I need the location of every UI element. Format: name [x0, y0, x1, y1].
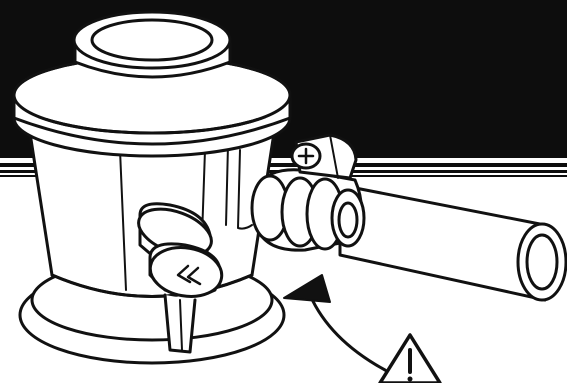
phillips-screw-icon [292, 144, 320, 168]
